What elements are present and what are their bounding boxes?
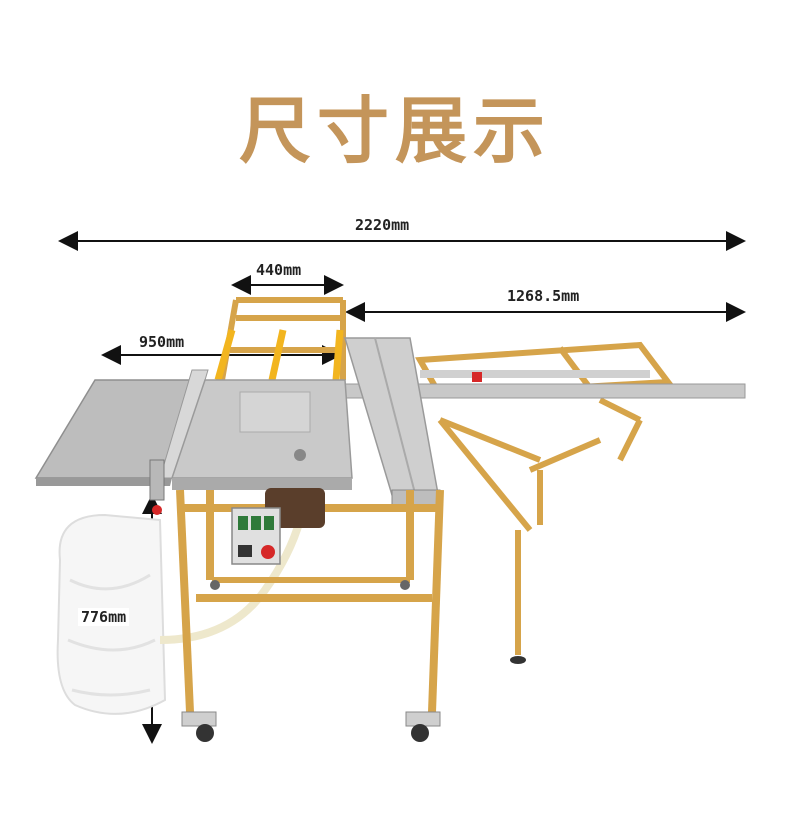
page-title: 尺寸展示 [238,89,551,173]
dimension-height: 776mm [78,608,130,626]
dimension-total-length: 2220mm [352,216,413,234]
dimension-extension-length: 1268.5mm [504,287,583,305]
caster-wheels [181,580,441,742]
extension-frame [415,341,674,655]
sliding-frame [219,297,346,381]
dimension-frame-width: 440mm [253,261,305,279]
dimension-table-width: 950mm [136,333,188,351]
sliding-carriage [343,337,441,506]
